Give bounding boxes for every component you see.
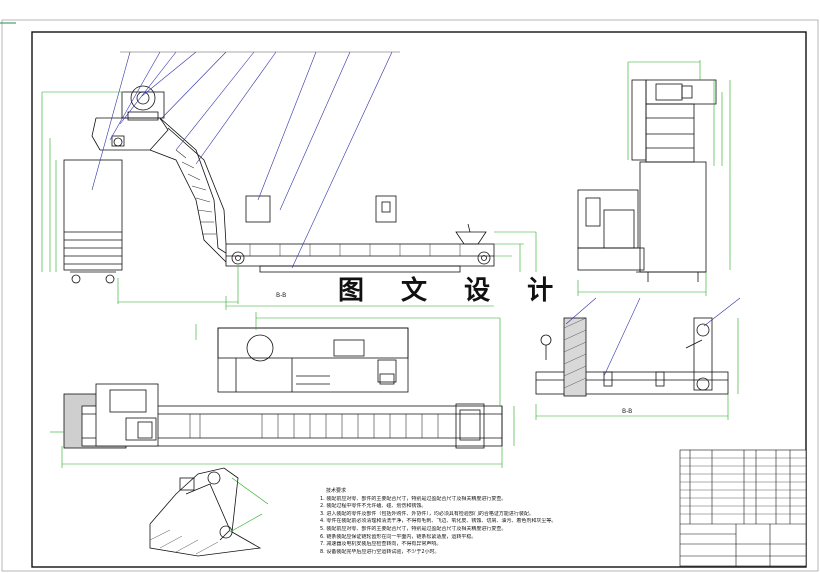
detail-view-dimensions	[229, 477, 269, 533]
front-view-dimensions	[41, 91, 537, 310]
technical-note-item: 7. 减速器及电机安装后应检查转向，不得有异常声响。	[320, 541, 442, 548]
technical-note-item: 2. 装配过程中零件不允许磕、碰、划伤和锈蚀。	[320, 503, 427, 510]
section-view	[535, 317, 729, 397]
section-view-dimensions	[535, 318, 739, 420]
side-view	[577, 79, 717, 282]
sheet-inner-border	[31, 31, 807, 568]
section-label-front: B-B	[276, 292, 287, 299]
technical-notes-title: 技术要求	[326, 488, 347, 494]
technical-note-item: 1. 装配前应对零、部件的主要配合尺寸，特别是过盈配合尺寸及相关精度进行复查。	[320, 495, 507, 502]
top-view	[63, 327, 503, 449]
technical-note-item: 3. 进入装配的零件及部件（包括外购件、外协件），均必须具有检验部门的合格证方能…	[320, 510, 534, 517]
side-view-dimensions	[577, 60, 731, 296]
section-label-side: B-B	[622, 408, 633, 415]
watermark-text: 图 文 设 计	[338, 276, 568, 306]
technical-note-item: 8. 设备装配完毕后应进行空运转试验，不少于2小时。	[320, 548, 440, 555]
technical-note-item: 5. 装配前应对零、部件的主要配合尺寸，特别是过盈配合尺寸及相关精度进行复查。	[320, 525, 507, 532]
front-view	[63, 85, 495, 284]
section-view-leaders	[565, 297, 741, 377]
top-view-dimensions	[50, 312, 515, 468]
detail-view	[149, 467, 262, 557]
sheet-outer-border	[1, 19, 819, 572]
title-block	[679, 449, 807, 567]
front-view-leaders	[91, 51, 400, 269]
technical-note-item: 6. 链条装配应保证链轮齿形在同一平面内，链条松紧适度，运转平稳。	[320, 533, 477, 540]
technical-notes: 技术要求 1. 装配前应对零、部件的主要配合尺寸，特别是过盈配合尺寸及相关精度进…	[320, 488, 670, 556]
technical-note-item: 4. 零件在装配前必须清理和清洗干净，不得有毛刺、飞边、氧化皮、锈蚀、切屑、油污…	[320, 518, 557, 525]
